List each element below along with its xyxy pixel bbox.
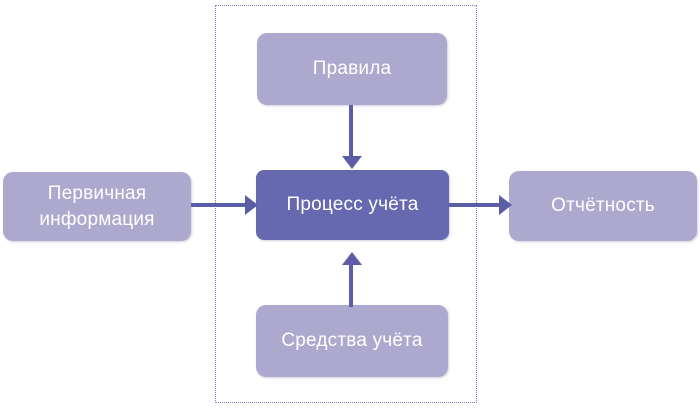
node-rules-label: Правила — [312, 58, 392, 80]
node-process-label: Процесс учёта — [286, 194, 419, 216]
node-rules[interactable]: Правила — [257, 33, 447, 105]
arrow-means-to-process-head-icon — [342, 252, 362, 265]
node-process[interactable]: Процесс учёта — [256, 170, 449, 240]
node-input-label-line2: информация — [39, 208, 155, 230]
node-input-label: Первичная информация — [39, 181, 154, 231]
node-input[interactable]: Первичная информация — [3, 172, 191, 241]
node-input-label-line1: Первичная — [47, 183, 147, 205]
arrow-rules-to-process-shaft — [349, 105, 353, 157]
arrow-process-to-output-shaft — [449, 203, 500, 207]
node-means-label: Средства учёта — [281, 330, 423, 352]
arrow-rules-to-process-head-icon — [342, 156, 362, 169]
arrow-process-to-output-head-icon — [499, 195, 512, 215]
arrow-input-to-process-head-icon — [245, 195, 258, 215]
arrow-means-to-process-shaft — [349, 265, 353, 307]
node-output[interactable]: Отчётность — [509, 171, 697, 241]
node-means[interactable]: Средства учёта — [256, 305, 448, 377]
node-output-label: Отчётность — [551, 195, 655, 217]
arrow-input-to-process-shaft — [191, 203, 246, 207]
